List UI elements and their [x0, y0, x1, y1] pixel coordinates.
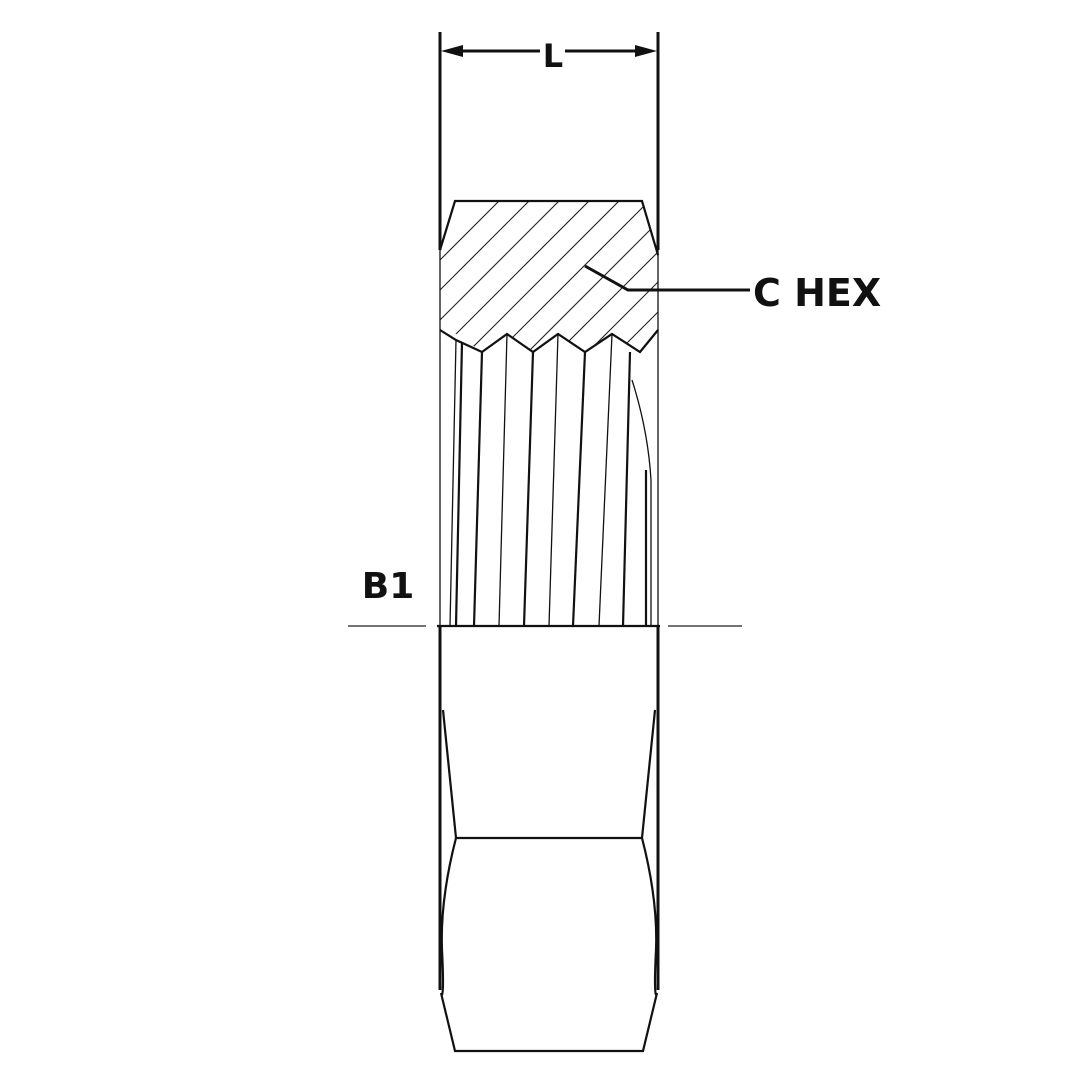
hex-curve-left [440, 837, 458, 996]
hex-flat-edge-right [640, 709, 657, 839]
thread-profile [439, 329, 659, 354]
thread-lines [449, 333, 652, 627]
length-dimension: L [438, 32, 660, 250]
section-hatching [440, 201, 658, 352]
hex-label: C HEX [753, 271, 881, 315]
thread-label: B1 [362, 566, 415, 607]
top-chamfer-outline [438, 199, 660, 256]
arrowhead-right-icon [635, 45, 657, 57]
lower-hex-view [438, 626, 660, 1053]
hex-leader-line [584, 264, 750, 292]
length-label: L [543, 37, 563, 75]
hex-flat-edge-left [441, 709, 458, 839]
hex-callout: C HEX [584, 264, 881, 315]
hex-curve-right [640, 837, 658, 996]
bottom-chamfer-outline [439, 992, 659, 1053]
upper-section [438, 199, 660, 626]
arrowhead-left-icon [441, 45, 463, 57]
